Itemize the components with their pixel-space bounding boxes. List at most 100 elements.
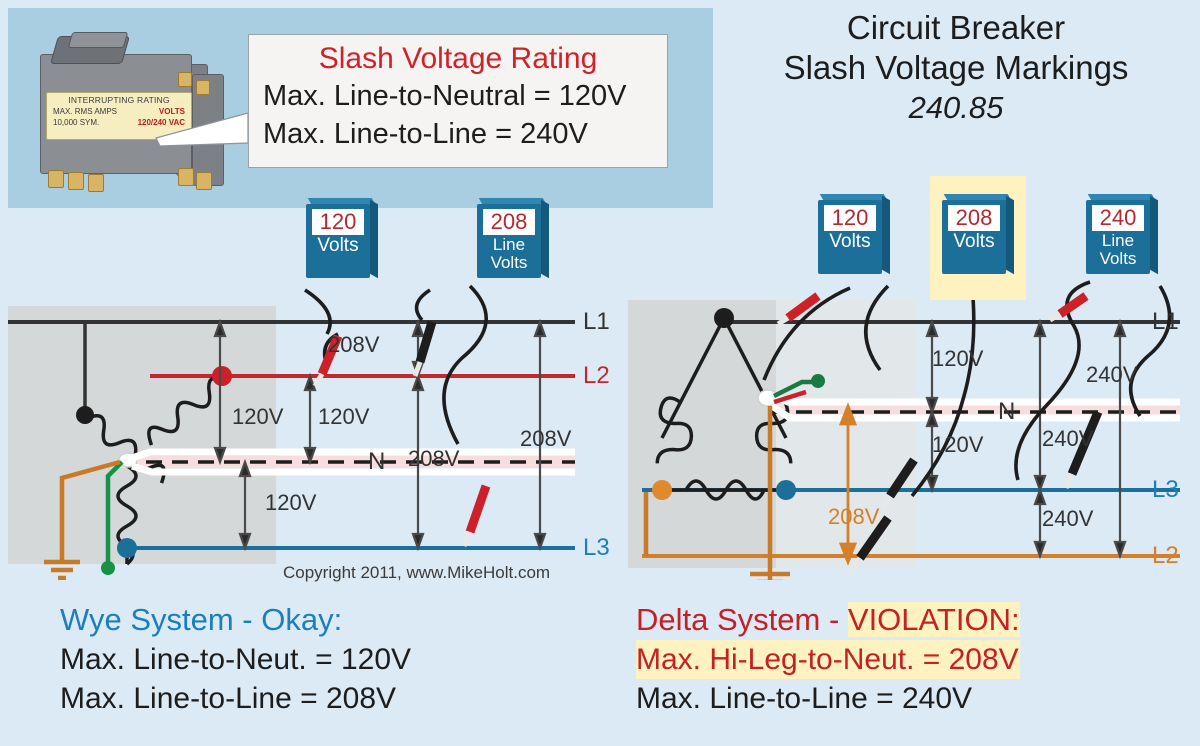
delta-coil-right (754, 396, 793, 464)
wye-terminal-l1 (76, 406, 94, 424)
wye-annotation-120v-l1n: 120V (232, 404, 284, 429)
delta-label-l3: L3 (1152, 476, 1179, 503)
wye-bond-green (105, 460, 124, 568)
delta-neutral-white-2 (770, 403, 1180, 422)
wye-caption-line-1: Max. Line-to-Neut. = 120V (60, 643, 412, 676)
wye-terminal-l3 (117, 538, 137, 558)
title-line-1: Circuit Breaker (846, 9, 1066, 46)
title-line-2: Slash Voltage Markings (783, 49, 1129, 86)
meter-caption: Volts (829, 231, 871, 252)
delta-diagram-backdrop (628, 300, 776, 568)
breaker-terminal (178, 72, 192, 87)
meter-bevel-side (541, 199, 549, 279)
label-volts: VOLTS (158, 107, 185, 116)
meter-caption: Line (1101, 231, 1135, 250)
delta-caption-line-1: Max. Hi-Leg-to-Neut. = 208V (636, 640, 1020, 679)
delta-bond-red (773, 389, 807, 405)
delta-probe-black-3 (1067, 410, 1103, 476)
delta-annotation-240v-l1l3: 240V (1042, 426, 1094, 451)
delta-coil-bottom (684, 479, 766, 501)
delta-label-neutral: N (998, 398, 1016, 425)
delta-terminal-l3 (776, 480, 796, 500)
delta-terminal-l1 (714, 308, 734, 328)
wye-coil-b (147, 376, 226, 446)
breaker-lug (48, 170, 64, 188)
delta-caption-violation: VIOLATION: (847, 602, 1020, 637)
slash-line-to-neutral: Max. Line-to-Neutral = 120V (263, 80, 627, 112)
wye-probe-black-1 (415, 320, 437, 364)
wye-annotation-120v-l2n: 120V (318, 404, 370, 429)
wye-diagram-backdrop (8, 306, 276, 564)
meter-reading: 208 (948, 205, 1000, 231)
wye-measure-arrows (213, 318, 547, 552)
wye-probe-tips (312, 320, 491, 547)
delta-hileg-arrow (838, 402, 858, 566)
delta-annotation-240v-l3l2: 240V (1042, 506, 1094, 531)
wye-bond-green-end (101, 561, 115, 575)
delta-diagram-backdrop-2 (776, 300, 916, 568)
wye-annotation-208v-right: 208V (520, 426, 572, 451)
wye-system-schematic (8, 284, 575, 580)
breaker-terminal (196, 80, 210, 95)
wye-caption-line-2: Max. Line-to-Line = 208V (60, 682, 397, 715)
delta-label-l2: L2 (1152, 542, 1179, 569)
copyright-notice: Copyright 2011, www.MikeHolt.com (283, 563, 551, 582)
meter-delta-208[interactable]: 208 Volts (942, 194, 1014, 275)
delta-caption-block: Delta System - VIOLATION: Max. Hi-Leg-to… (636, 600, 1020, 718)
wye-annotation-208v-l1l3: 208V (408, 446, 460, 471)
page-title: Circuit Breaker Slash Voltage Markings 2… (716, 8, 1196, 128)
label-sym-value: 10,000 SYM. (53, 118, 100, 127)
meter-wye-208[interactable]: 208 Line Volts (477, 198, 549, 279)
wye-label-l1: L1 (583, 308, 610, 335)
circuit-breaker-image: INTERRUPTING RATING MAX. RMS AMPS VOLTS … (26, 30, 224, 192)
wye-caption-heading: Wye System - Okay: (60, 602, 343, 637)
meter-bevel-side (1006, 195, 1014, 275)
title-code-reference: 240.85 (908, 90, 1004, 125)
breaker-lug (68, 172, 84, 190)
delta-leg-left-lead (660, 317, 726, 439)
delta-annotation-208v-hileg: 208V (828, 504, 880, 529)
wye-caption-block: Wye System - Okay: Max. Line-to-Neut. = … (60, 600, 411, 718)
meter-delta-120[interactable]: 120 Volts (818, 194, 890, 275)
meter-bevel-side (1150, 195, 1158, 275)
meter-reading: 120 (824, 205, 876, 231)
delta-annotation-240v-l1l2: 240V (1086, 362, 1138, 387)
label-interrupting-rating: INTERRUPTING RATING (68, 95, 170, 105)
delta-ground-symbol (750, 571, 790, 580)
wye-neutral-white-2 (130, 462, 575, 476)
delta-bond-green-end (811, 374, 825, 388)
meter-bevel-side (882, 195, 890, 275)
delta-neutral-white (770, 392, 1180, 406)
breaker-rating-label: INTERRUPTING RATING MAX. RMS AMPS VOLTS … (46, 92, 192, 140)
wye-ground-orange (59, 459, 121, 562)
meter-reading: 208 (483, 209, 535, 235)
meter-delta-240[interactable]: 240 Line Volts (1086, 194, 1158, 275)
wye-terminal-l2 (212, 366, 232, 386)
wye-coil-a (87, 414, 166, 484)
delta-probe-black-1 (886, 457, 918, 499)
meter-reading: 240 (1092, 205, 1144, 231)
meter-reading: 120 (312, 209, 364, 235)
meter-wye-120[interactable]: 120 Volts (306, 198, 378, 279)
meter-caption-2: Volts (490, 253, 528, 272)
delta-terminal-l2 (652, 480, 672, 500)
breaker-lug (88, 174, 104, 192)
wye-ground-symbol (44, 559, 80, 580)
delta-test-leads (762, 280, 1172, 498)
delta-probe-red-2 (1057, 292, 1089, 318)
delta-caption-heading: Delta System - VIOLATION: (636, 600, 1020, 640)
wye-label-l3: L3 (583, 534, 610, 561)
delta-annotation-120v-l1n: 120V (932, 346, 984, 371)
delta-caption-line-2: Max. Line-to-Line = 240V (636, 682, 973, 715)
meter-bevel-side (370, 199, 378, 279)
wye-label-l2: L2 (583, 362, 610, 389)
meter-caption: Volts (317, 235, 359, 256)
wye-annotation-120v-l3n: 120V (265, 490, 317, 515)
label-voltage-value: 120/240 VAC (137, 118, 185, 127)
delta-probe-red-1 (785, 292, 821, 322)
wye-probe-red-2 (465, 484, 491, 534)
wye-label-neutral: N (368, 448, 386, 475)
delta-annotation-120v-nl3: 120V (932, 432, 984, 457)
slash-voltage-callout: Slash Voltage Rating Max. Line-to-Neutra… (248, 34, 668, 168)
